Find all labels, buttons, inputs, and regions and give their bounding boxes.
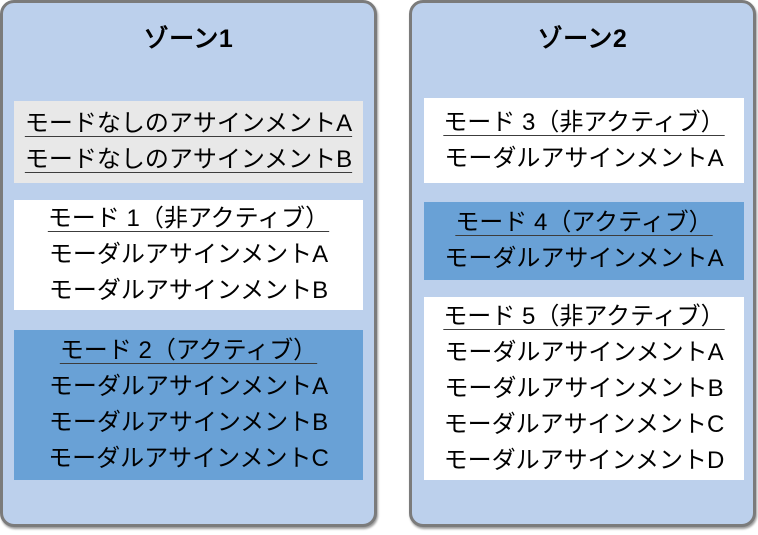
mode-5-assignment-4: モーダルアサインメントD [443, 446, 725, 474]
mode-5-assignment-3: モーダルアサインメントC [443, 410, 725, 438]
mode-2-assignment-2: モーダルアサインメントB [48, 409, 329, 436]
mode-2-box: モード 2（アクティブ） モーダルアサインメントA モーダルアサインメントB モーダル… [14, 330, 363, 480]
mode-4-header: モード 4（アクティブ） [455, 209, 713, 236]
mode-1-assignment-1: モーダルアサインメントA [48, 241, 329, 268]
mode-1-header: モード 1（非アクティブ） [47, 205, 330, 232]
mode-1-box: モード 1（非アクティブ） モーダルアサインメントA モーダルアサインメントB [14, 200, 363, 310]
no-mode-assignments-box: モードなしのアサインメントA モードなしのアサインメントB [14, 101, 363, 183]
mode-5-box: モード 5（非アクティブ） モーダルアサインメントA モーダルアサインメントB モーダ… [424, 297, 744, 480]
mode-5-header: モード 5（非アクティブ） [443, 302, 725, 330]
mode-2-assignment-3: モーダルアサインメントC [48, 445, 329, 472]
zone-2-title: ゾーン2 [537, 25, 628, 53]
no-mode-assignments-assignment-0: モードなしのアサインメントA [24, 110, 353, 137]
mode-2-header: モード 2（アクティブ） [59, 337, 318, 364]
no-mode-assignments-assignment-1: モードなしのアサインメントB [24, 146, 353, 173]
mode-3-header: モード 3（非アクティブ） [443, 108, 725, 136]
mode-3-assignment-1: モーダルアサインメントA [444, 144, 724, 172]
mode-3-box: モード 3（非アクティブ） モーダルアサインメントA [424, 98, 744, 183]
mode-4-box: モード 4（アクティブ） モーダルアサインメントA [424, 202, 744, 280]
mode-4-assignment-1: モーダルアサインメントA [444, 245, 724, 272]
mode-5-assignment-1: モーダルアサインメントA [444, 338, 724, 366]
mode-5-assignment-2: モーダルアサインメントB [444, 374, 724, 402]
mode-1-assignment-2: モーダルアサインメントB [48, 277, 329, 304]
mode-2-assignment-1: モーダルアサインメントA [48, 373, 329, 400]
zone-1-title: ゾーン1 [143, 25, 234, 53]
zone-1-card: ゾーン1 モードなしのアサインメントA モードなしのアサインメントB モード 1（非ア… [0, 0, 377, 527]
